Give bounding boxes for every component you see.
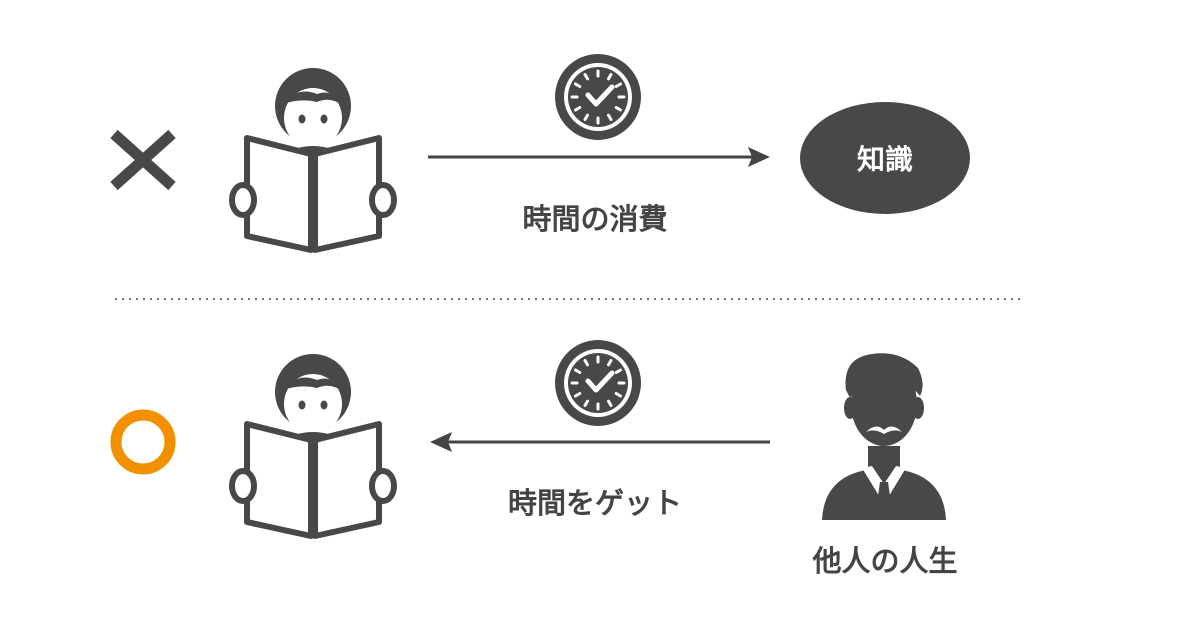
circle-mark-icon (110, 409, 176, 475)
arrow-right (428, 147, 770, 167)
businessman-icon (822, 353, 946, 520)
time-consumption-label: 時間の消費 (522, 202, 668, 236)
other-life-label: 他人の人生 (812, 544, 958, 578)
reader-icon-bottom (232, 354, 394, 538)
clock-icon-bottom (555, 340, 641, 426)
reader-icon-top (232, 68, 394, 252)
cross-mark-icon (110, 129, 176, 191)
time-gain-label: 時間をゲット (507, 486, 682, 520)
knowledge-label: 知識 (856, 143, 913, 176)
clock-icon-top (555, 54, 641, 140)
knowledge-ellipse: 知識 (800, 102, 970, 214)
arrow-left (430, 432, 770, 452)
